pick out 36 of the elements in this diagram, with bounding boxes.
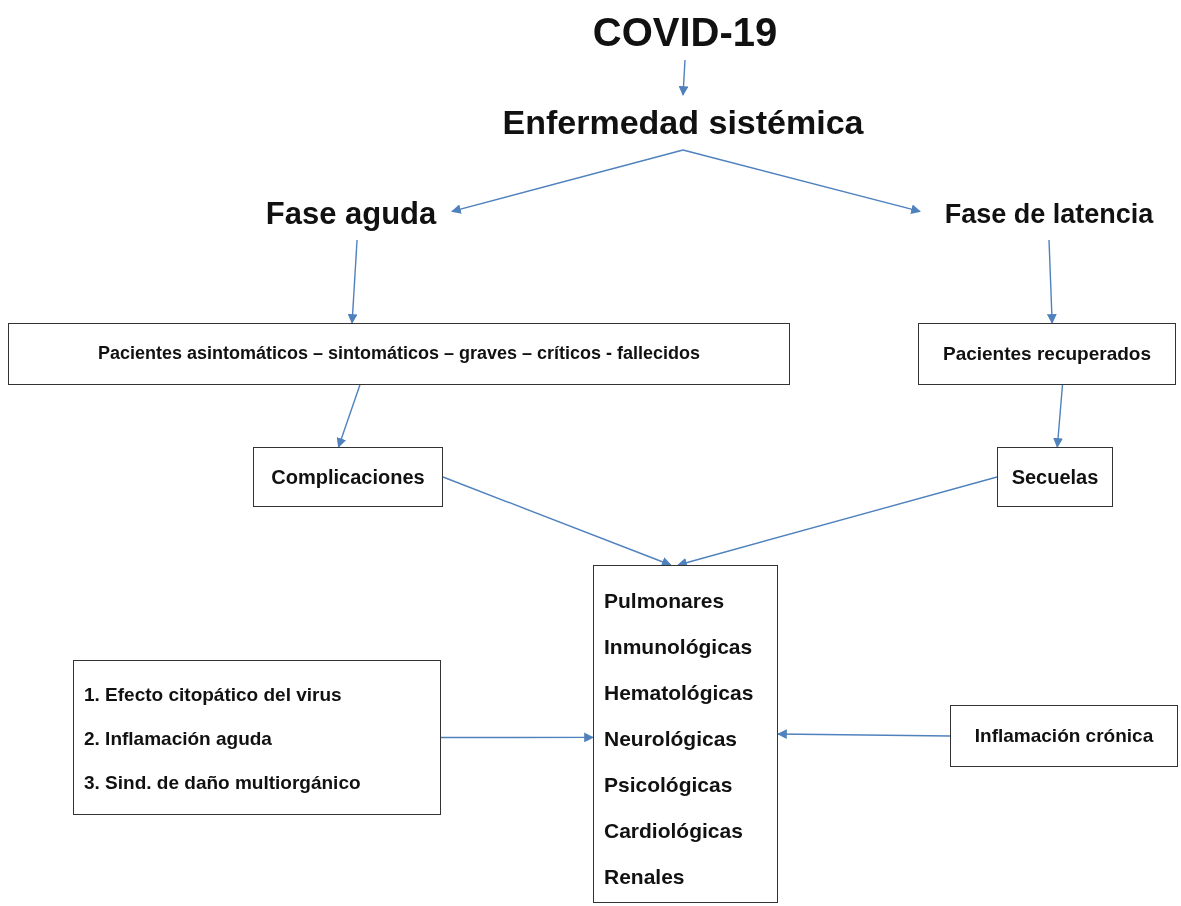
box-label: Pacientes asintomáticos – sintomáticos – graves – críticos - fallecidos xyxy=(97,342,701,366)
heading-text: Fase aguda xyxy=(250,188,452,240)
process-box xyxy=(253,447,443,507)
list-item: Pulmonares xyxy=(604,588,725,614)
process-box xyxy=(918,323,1176,385)
arrow xyxy=(440,732,594,743)
list-box xyxy=(73,660,441,815)
heading-text: Enfermedad sistémica xyxy=(478,95,888,150)
arrow xyxy=(1053,384,1064,448)
list-item: Psicológicas xyxy=(604,772,733,798)
list-item: Neurológicas xyxy=(604,726,738,752)
box-label: Complicaciones xyxy=(271,465,425,490)
list-box xyxy=(593,565,778,903)
heading-text: Fase de latencia xyxy=(920,188,1178,240)
arrow xyxy=(777,729,951,739)
list-item: 3. Sind. de daño multiorgánico xyxy=(84,771,361,795)
arrow xyxy=(1046,239,1057,324)
process-box xyxy=(997,447,1113,507)
box-label: Pacientes recuperados xyxy=(942,341,1151,366)
list-item: 2. Inflamación aguda xyxy=(84,727,272,751)
process-box xyxy=(8,323,790,385)
arrow xyxy=(678,59,689,96)
box-label: Secuelas xyxy=(1011,465,1099,490)
box-label: Inflamación crónica xyxy=(974,723,1154,748)
arrow xyxy=(347,239,358,324)
list-item: Cardiológicas xyxy=(604,818,743,844)
arrow xyxy=(336,384,361,448)
arrow xyxy=(682,149,921,214)
process-box xyxy=(950,705,1178,767)
arrow xyxy=(442,476,672,567)
list-item: Inmunológicas xyxy=(604,634,753,660)
list-item: 1. Efecto citopático del virus xyxy=(84,683,342,707)
arrow xyxy=(451,149,684,214)
list-item: Renales xyxy=(604,864,685,890)
heading-text: COVID-19 xyxy=(585,5,785,60)
list-item: Hematológicas xyxy=(604,680,754,706)
